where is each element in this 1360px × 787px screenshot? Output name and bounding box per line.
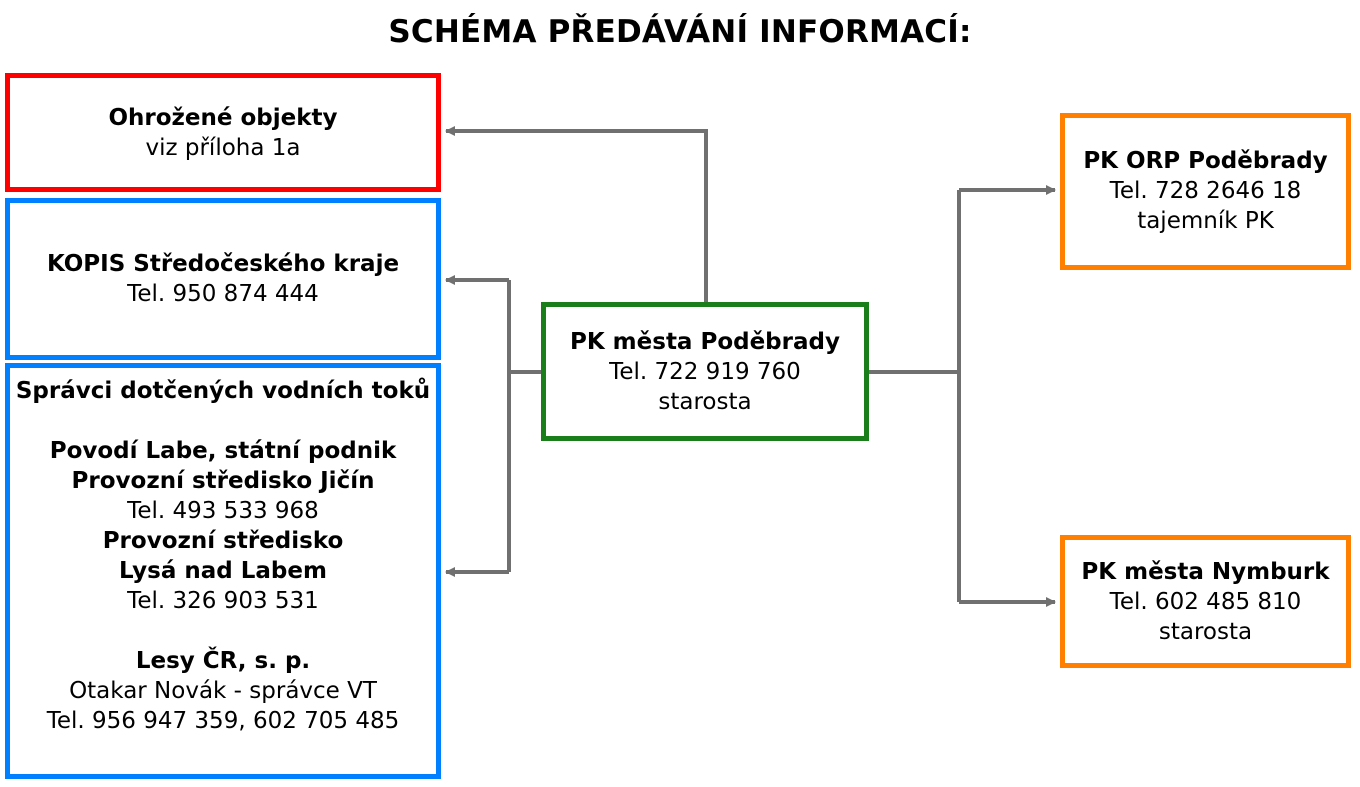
jicin-unit-phone: Tel. 493 533 968 [127, 498, 319, 524]
orp-node-heading: PK ORP Poděbrady [1083, 148, 1328, 174]
kopis-phone: Tel. 950 874 444 [127, 281, 319, 307]
nymburk-node-phone: Tel. 602 485 810 [1109, 589, 1302, 615]
center-node-role: starosta [658, 389, 752, 415]
lesy-cr-name: Lesy ČR, s. p. [135, 648, 311, 674]
lesy-cr-phone: Tel. 956 947 359, 602 705 485 [46, 708, 400, 734]
threatened-objects-note: viz příloha 1a [145, 135, 301, 161]
jicin-unit-name: Provozní středisko Jičín [71, 468, 375, 494]
water-managers-heading: Správci dotčených vodních toků [15, 378, 431, 404]
orp-node-role: tajemník PK [1137, 208, 1274, 234]
orp-node-phone: Tel. 728 2646 18 [1109, 178, 1302, 204]
kopis-heading: KOPIS Středočeského kraje [46, 251, 400, 277]
nymburk-node-box: PK města Nymburk Tel. 602 485 810 staros… [1060, 535, 1351, 668]
povodi-labe-name: Povodí Labe, státní podnik [49, 438, 397, 464]
kopis-box: KOPIS Středočeského kraje Tel. 950 874 4… [5, 198, 441, 360]
orp-node-box: PK ORP Poděbrady Tel. 728 2646 18 tajemn… [1060, 113, 1351, 270]
lesy-cr-contact: Otakar Novák - správce VT [69, 678, 377, 704]
water-managers-box: Správci dotčených vodních toků Povodí La… [5, 363, 441, 779]
diagram-title: SCHÉMA PŘEDÁVÁNÍ INFORMACÍ: [388, 14, 972, 50]
threatened-objects-heading: Ohrožené objekty [108, 105, 338, 131]
nymburk-node-heading: PK města Nymburk [1081, 559, 1330, 585]
arrow-to-threatened [445, 126, 708, 302]
lysa-unit-phone: Tel. 326 903 531 [127, 588, 319, 614]
lysa-unit-name-line1: Provozní středisko [102, 528, 344, 554]
center-node-heading: PK města Poděbrady [570, 329, 840, 355]
threatened-objects-box: Ohrožené objekty viz příloha 1a [5, 73, 441, 192]
nymburk-node-role: starosta [1158, 619, 1253, 645]
center-node-box: PK města Poděbrady Tel. 722 919 760 star… [541, 302, 869, 441]
lysa-unit-name-line2: Lysá nad Labem [119, 558, 327, 584]
center-node-phone: Tel. 722 919 760 [609, 359, 801, 385]
